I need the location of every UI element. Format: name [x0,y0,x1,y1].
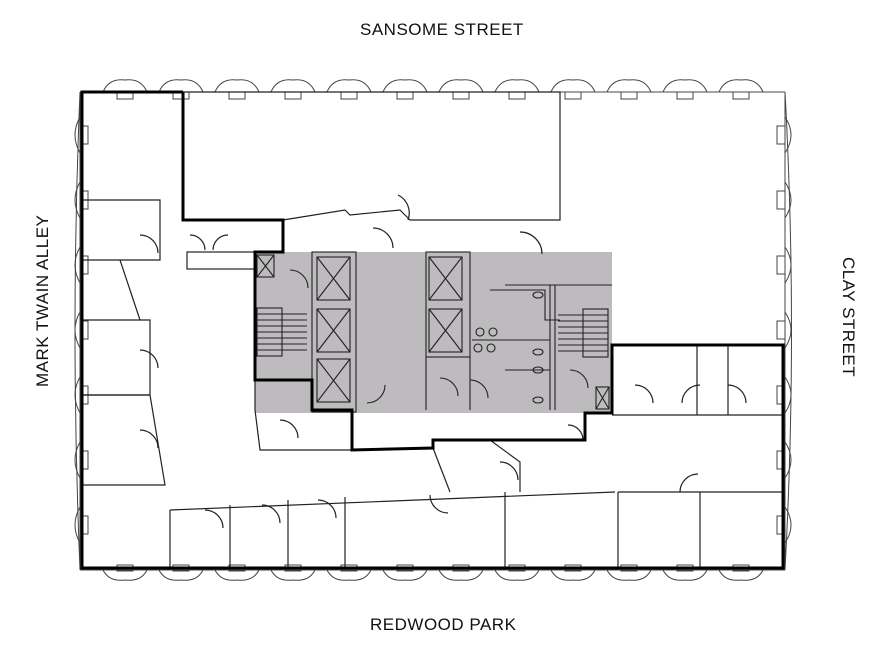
facade-segment [158,79,204,93]
facade-segment [508,91,526,100]
facade-segment [784,116,792,154]
facade-segment [326,569,372,581]
elevator-icon [256,254,610,410]
facade-segment [270,79,316,93]
facade-segment [784,181,792,219]
street-label-south: REDWOOD PARK [370,615,517,634]
stairs-icon [256,307,609,358]
facade-segment [784,441,792,479]
facade-segment [79,515,89,535]
facade-segment [270,569,316,581]
facade-segment [564,91,582,100]
core-details [256,251,612,413]
facade-segment [776,125,786,145]
facade-segment [102,79,148,93]
facade-segment [550,79,596,93]
facade-segment [79,320,89,340]
facade-segment [79,125,89,145]
facade-segment [214,569,260,581]
facade-segment [340,91,358,100]
facade-segment [284,91,302,100]
facade-segment [776,190,786,210]
facade-segment [776,385,786,405]
facade-segment [382,79,428,93]
street-label-north: SANSOME STREET [360,20,524,39]
facade-segment [662,569,708,581]
facade-segment [382,569,428,581]
facade-segment [606,79,652,93]
facade-segment [438,569,484,581]
facade-segment [79,255,89,275]
facade-segment [74,311,81,349]
facade-segment [158,569,204,581]
facade-segment [784,506,792,544]
facade-segment [718,79,764,93]
facade-segment [732,91,750,100]
facade-segment [784,311,792,349]
facade-segment [676,91,694,100]
facade-segment [326,79,372,93]
suite-outline [80,90,785,570]
facade-segment [606,569,652,581]
facade-segment [776,515,786,535]
facade-segment [74,506,81,544]
facade-segment [776,320,786,340]
facade-segment [776,450,786,470]
facade-segment [718,569,764,581]
facade-segment [396,91,414,100]
facade-segment [662,79,708,93]
facade-segment [228,91,246,100]
facade-segment [438,79,484,93]
facade-segment [452,91,470,100]
facade-segment [620,91,638,100]
facade-segment [784,246,792,284]
interior-walls [82,91,783,568]
facade-segment [494,79,540,93]
facade-segment [102,569,148,581]
facade-segment [494,569,540,581]
facade-segment [74,116,81,154]
facade-segment [214,79,260,93]
facade-segment [550,569,596,581]
facade-segment [74,181,81,219]
facade-segment [784,376,792,414]
facade-segment [79,450,89,470]
facade-segment [74,246,81,284]
building-core [255,252,612,413]
facade-segment [74,376,81,414]
facade-segment [74,441,81,479]
facade-segment [776,255,786,275]
